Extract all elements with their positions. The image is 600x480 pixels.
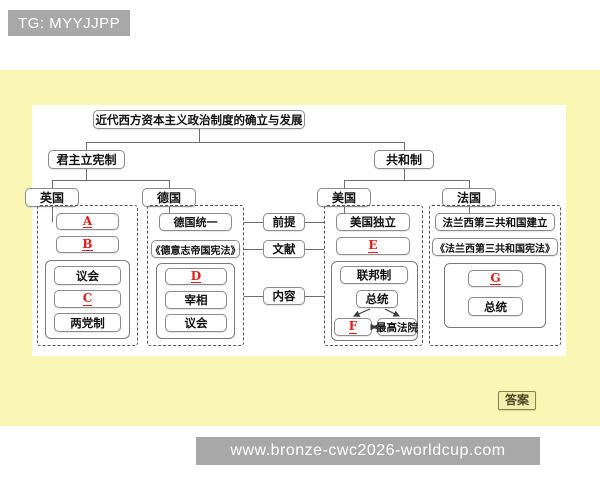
connector-to-branch-1	[86, 142, 87, 154]
fr-item-third-republic: 法兰西第三共和国建立	[435, 213, 555, 231]
fr-inner-G: G	[468, 270, 523, 287]
branch-node-constitutional-monarchy: 君主立宪制	[48, 150, 125, 169]
uk-inner-parliament: 议会	[54, 266, 121, 285]
us-inner-president: 总统	[356, 290, 398, 308]
connector-branch2-to-us	[344, 180, 345, 191]
connector-branch1-bus	[52, 180, 169, 181]
us-item-E: E	[336, 237, 410, 255]
group-uk	[37, 205, 138, 346]
us-inner-supreme-court: 最高法院	[376, 318, 418, 336]
group-germany	[147, 205, 244, 346]
connector-label-content: 内容	[263, 287, 305, 305]
country-node-uk: 英国	[25, 188, 79, 207]
connector-branch2-to-fr	[469, 180, 470, 191]
connector-content-left	[244, 296, 263, 297]
group-usa-inner	[331, 261, 418, 341]
de-item-constitution: 《德意志帝国宪法》	[151, 240, 241, 258]
de-item-unification: 德国统一	[159, 213, 232, 231]
connector-premise-left	[244, 222, 263, 223]
watermark-bottom: www.bronze-cwc2026-worldcup.com	[196, 437, 540, 465]
answer-button[interactable]: 答案	[498, 391, 537, 410]
connector-branch1-to-uk	[52, 180, 53, 191]
group-usa	[324, 205, 423, 346]
group-france	[429, 205, 561, 346]
usa-balance-arrows	[352, 308, 400, 331]
connector-content-right	[305, 296, 324, 297]
us-inner-federalism: 联邦制	[340, 266, 408, 284]
uk-inner-two-party-system: 两党制	[54, 313, 121, 332]
connector-doc-right	[305, 249, 324, 250]
diagram-title-node: 近代西方资本主义政治制度的确立与发展	[93, 110, 305, 129]
us-item-independence: 美国独立	[336, 213, 410, 231]
group-france-inner	[444, 263, 546, 328]
diagram-canvas: 近代西方资本主义政治制度的确立与发展 君主立宪制 共和制 英国 德国 美国 法国…	[25, 105, 566, 356]
de-inner-parliament: 议会	[165, 314, 227, 332]
connector-to-branch-2	[404, 142, 405, 154]
de-inner-D: D	[165, 268, 227, 285]
branch-node-republic: 共和制	[374, 150, 434, 169]
fr-inner-president: 总统	[468, 297, 523, 316]
country-node-usa: 美国	[317, 188, 371, 207]
watermark-top-left: TG: MYYJJPP	[8, 10, 131, 36]
connector-label-document: 文献	[263, 240, 305, 258]
connector-branch2-bus	[344, 180, 469, 181]
connector-label-premise: 前提	[263, 213, 305, 231]
connector-branch2-stem	[404, 168, 405, 180]
connector-doc-left	[244, 249, 263, 250]
de-inner-chancellor: 宰相	[165, 291, 227, 309]
connector-branch1-to-de	[169, 180, 170, 191]
group-uk-inner	[45, 260, 130, 339]
uk-item-B: B	[56, 236, 119, 253]
connector-root-stem	[199, 128, 200, 142]
uk-item-A: A	[56, 213, 119, 230]
fr-item-constitution: 《法兰西第三共和国宪法》	[432, 238, 558, 256]
country-node-france: 法国	[442, 188, 496, 207]
connector-root-bus	[86, 142, 404, 143]
connector-premise-right	[305, 222, 324, 223]
connector-branch1-stem	[86, 168, 87, 180]
uk-inner-C: C	[54, 290, 121, 308]
group-germany-inner	[156, 263, 235, 339]
country-node-germany: 德国	[142, 188, 196, 207]
yellow-panel: 近代西方资本主义政治制度的确立与发展 君主立宪制 共和制 英国 德国 美国 法国…	[0, 70, 600, 426]
connector-uk-to-group	[52, 206, 53, 222]
